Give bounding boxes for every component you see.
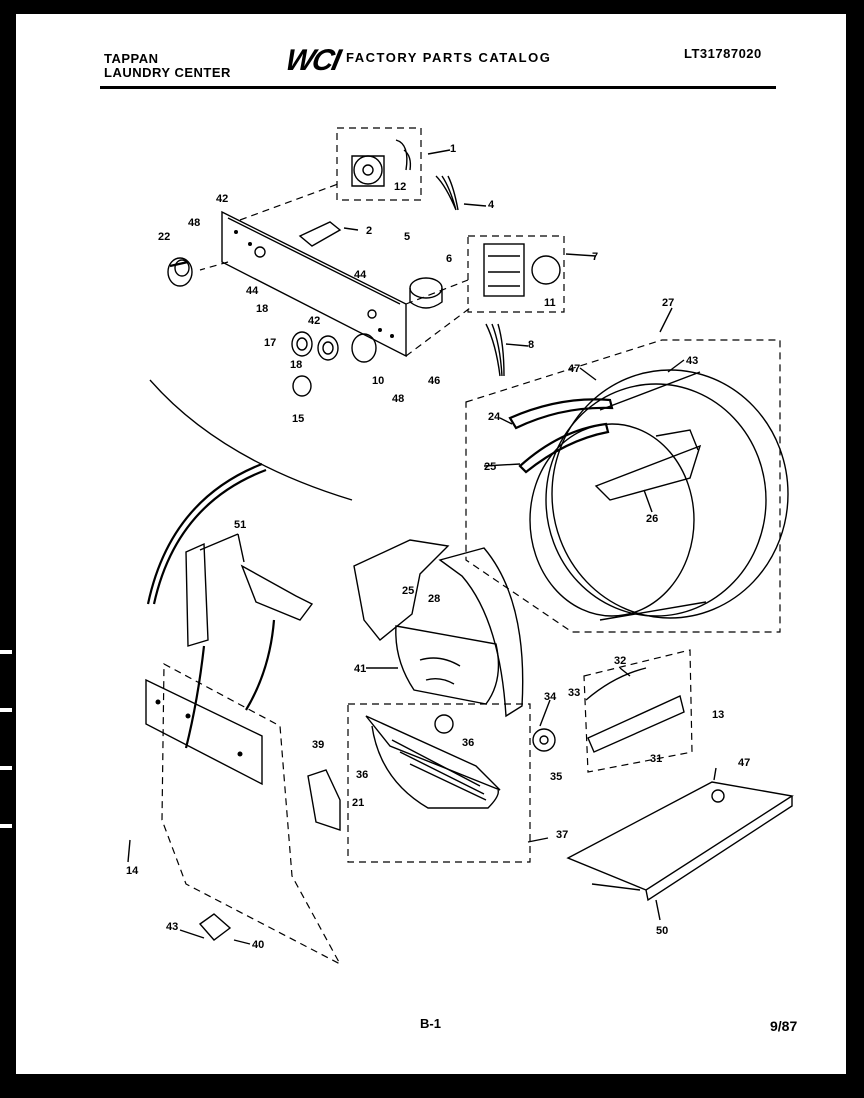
callout-50: 50	[656, 925, 668, 937]
callout-37: 37	[556, 829, 568, 841]
callout-21: 21	[352, 797, 364, 809]
callout-47-drum: 47	[568, 363, 580, 375]
catalog-title: FACTORY PARTS CATALOG	[346, 50, 552, 65]
callout-33: 33	[568, 687, 580, 699]
callout-13: 13	[712, 709, 724, 721]
product-line: LAUNDRY CENTER	[104, 65, 231, 80]
callout-40: 40	[252, 939, 264, 951]
callout-44-right: 44	[354, 269, 367, 281]
brand-block: TAPPAN LAUNDRY CENTER	[104, 52, 231, 80]
cabinet-top-edge	[149, 379, 353, 501]
front-bulkhead	[353, 539, 524, 718]
wire-harness-4	[435, 175, 459, 211]
base-plate-50	[566, 781, 794, 902]
callout-46: 46	[428, 375, 440, 387]
callout-42-mid: 42	[308, 315, 320, 327]
callout-41: 41	[354, 663, 366, 675]
callout-25-drum: 25	[484, 461, 496, 473]
part-40	[198, 913, 232, 941]
wire-harness-8	[485, 323, 505, 377]
callout-43-drum: 43	[686, 355, 698, 367]
cabinet-side-edge-inner	[152, 468, 267, 605]
switch-6	[409, 277, 443, 309]
cabinet-side-edge	[146, 462, 263, 605]
lower-cabinet-frame	[145, 663, 342, 966]
callout-47-base: 47	[738, 757, 750, 769]
motor-switch-assembly	[467, 235, 565, 313]
callout-15: 15	[292, 413, 304, 425]
callout-28: 28	[428, 593, 440, 605]
callout-17: 17	[264, 337, 276, 349]
callout-42-top: 42	[216, 193, 228, 205]
drum-assembly	[465, 339, 789, 633]
callout-39: 39	[312, 739, 324, 751]
callout-2: 2	[366, 225, 372, 237]
callout-22: 22	[158, 231, 170, 243]
callout-11: 11	[544, 297, 556, 309]
callout-51: 51	[234, 519, 246, 531]
lint-filter-assembly	[347, 703, 531, 863]
callout-12: 12	[394, 181, 406, 193]
callout-10: 10	[372, 375, 384, 387]
callout-7: 7	[592, 251, 598, 263]
scan-edge-mark	[0, 824, 12, 828]
callout-24: 24	[488, 411, 501, 423]
callout-8: 8	[528, 339, 534, 351]
callout-35: 35	[550, 771, 562, 783]
callout-32: 32	[614, 655, 626, 667]
callout-34: 34	[544, 691, 557, 703]
callout-26: 26	[646, 513, 658, 525]
header-rule	[100, 86, 776, 89]
callout-5: 5	[404, 231, 410, 243]
callout-4: 4	[488, 199, 495, 211]
callout-31: 31	[650, 753, 662, 765]
catalog-code: LT31787020	[684, 46, 762, 61]
callout-18-knob: 18	[290, 359, 302, 371]
callout-1: 1	[450, 143, 456, 155]
callout-14: 14	[126, 865, 139, 877]
catalog-date: 9/87	[770, 1018, 798, 1034]
part-39	[307, 769, 341, 831]
callout-6: 6	[446, 253, 452, 265]
callout-44-left: 44	[246, 285, 259, 297]
idler-bracket-assembly	[532, 649, 693, 773]
scan-edge-mark	[0, 650, 12, 654]
callout-36: 36	[462, 737, 474, 749]
callout-48-top: 48	[188, 217, 200, 229]
page-number: B-1	[420, 1016, 441, 1031]
scan-edge-mark	[0, 766, 12, 770]
knob-22	[167, 257, 193, 287]
control-console-panel	[221, 210, 407, 358]
callout-leaders	[127, 149, 717, 945]
scan-edge-mark	[0, 708, 12, 712]
callout-18-console: 18	[256, 303, 268, 315]
callout-43-base: 43	[166, 921, 178, 933]
callout-48-bottom: 48	[392, 393, 404, 405]
callout-36-clip: 36	[356, 769, 368, 781]
callout-25-bulkhead: 25	[402, 585, 414, 597]
callout-27: 27	[662, 297, 674, 309]
brand-name: TAPPAN	[104, 51, 159, 66]
knobs-17-18	[291, 331, 377, 397]
timer-assembly	[336, 127, 422, 201]
door-panel-parts	[184, 542, 314, 749]
